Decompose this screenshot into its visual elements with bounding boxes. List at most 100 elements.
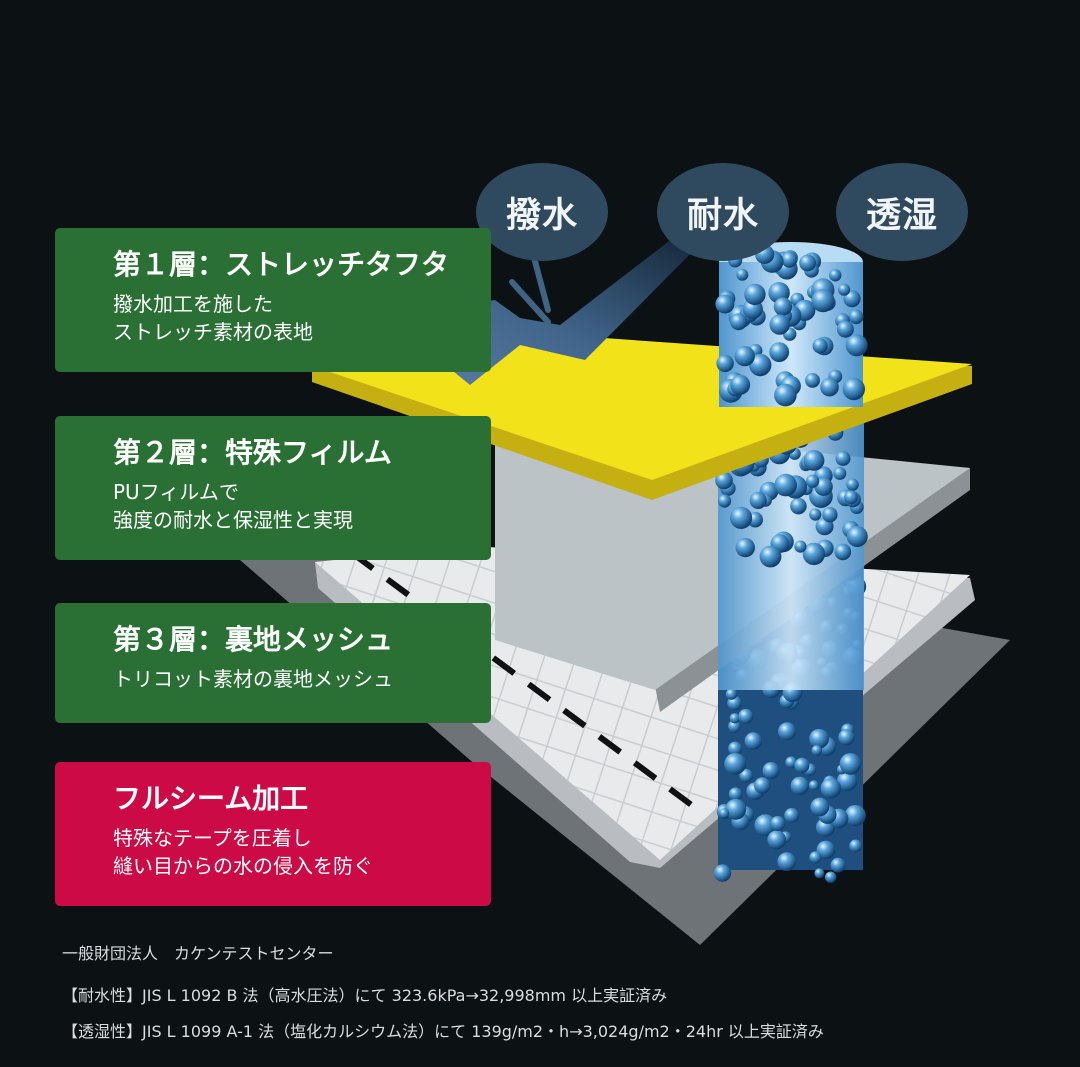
water-droplet	[730, 506, 753, 529]
water-droplet	[846, 478, 859, 491]
bubble-water-repellent: 撥水	[476, 163, 608, 261]
water-droplet	[794, 757, 810, 774]
water-droplet	[805, 373, 820, 388]
water-droplet	[829, 269, 842, 282]
water-droplet	[728, 719, 741, 733]
water-droplet	[778, 722, 797, 741]
water-droplet	[820, 778, 841, 799]
water-droplet	[769, 342, 790, 362]
water-droplet	[809, 728, 829, 749]
water-droplet	[835, 450, 851, 466]
water-droplet	[716, 354, 734, 373]
water-droplet	[838, 729, 855, 746]
water-droplet	[794, 540, 807, 553]
water-droplet	[785, 756, 798, 769]
water-droplet	[820, 377, 839, 397]
water-droplet	[822, 507, 838, 523]
water-droplet	[715, 294, 735, 314]
layer1-title: 第１層：ストレッチタフタ	[113, 248, 450, 281]
water-droplet	[739, 768, 753, 783]
water-droplet	[717, 494, 732, 508]
layer1-desc: 撥水加工を施した ストレッチ素材の表地	[113, 292, 313, 344]
water-droplet	[816, 840, 836, 860]
water-droplet	[808, 780, 820, 791]
water-droplet	[849, 839, 862, 853]
water-droplet	[715, 471, 733, 490]
water-droplet	[754, 777, 771, 794]
water-droplet	[809, 508, 822, 521]
water-droplet	[759, 545, 782, 568]
water-droplet	[725, 688, 738, 700]
water-droplet	[762, 762, 780, 780]
water-droplet	[799, 254, 816, 272]
water-droplet	[844, 490, 858, 505]
layer2-desc: PUフィルムで 強度の耐水と保湿性と実現	[113, 480, 353, 532]
water-droplet	[790, 776, 809, 796]
full-seam-title: フルシーム加工	[113, 782, 309, 815]
layer3-card: 第３層：裏地メッシュ トリコット素材の裏地メッシュ	[55, 603, 491, 723]
water-droplet	[814, 868, 825, 879]
layer2-title: 第２層：特殊フィルム	[113, 436, 392, 469]
water-droplet	[713, 864, 732, 882]
seam-line	[350, 550, 707, 818]
water-droplet	[738, 708, 754, 724]
full-seam-desc: 特殊なテープを圧着し 縫い目からの水の侵入を防ぐ	[113, 826, 373, 878]
water-droplet	[806, 474, 820, 488]
water-droplet	[728, 787, 743, 801]
footer-water-resistance: 【耐水性】JIS L 1092 B 法（高水圧法）にて 323.6kPa→32,…	[62, 986, 668, 1005]
full-seam-card: フルシーム加工 特殊なテープを圧着し 縫い目からの水の侵入を防ぐ	[55, 762, 491, 906]
water-droplet	[781, 251, 798, 268]
water-droplet	[736, 268, 749, 281]
water-droplet	[839, 753, 862, 775]
water-droplet	[773, 297, 793, 316]
layer3-title: 第３層：裏地メッシュ	[113, 623, 394, 656]
water-droplet	[784, 808, 800, 823]
water-droplet	[809, 851, 822, 864]
water-droplet	[744, 283, 766, 306]
water-droplet	[734, 345, 755, 367]
water-droplet	[830, 857, 846, 873]
water-droplet	[833, 466, 847, 480]
water-droplet	[825, 871, 837, 883]
layer2-card: 第２層：特殊フィルム PUフィルムで 強度の耐水と保湿性と実現	[55, 416, 491, 560]
water-droplet	[749, 491, 767, 509]
layer3-desc: トリコット素材の裏地メッシュ	[113, 667, 393, 691]
bubble-waterproof: 耐水	[657, 163, 789, 261]
water-droplet	[777, 852, 797, 872]
water-droplet	[811, 745, 823, 756]
water-droplet	[719, 808, 730, 819]
water-droplet	[846, 526, 868, 547]
layer1-card: 第１層：ストレッチタフタ 撥水加工を施した ストレッチ素材の表地	[55, 228, 491, 372]
water-droplet	[730, 374, 751, 395]
water-droplet	[744, 732, 762, 750]
water-droplet	[844, 805, 866, 827]
water-droplet	[811, 289, 835, 313]
water-droplet	[769, 314, 790, 335]
water-droplet	[749, 353, 772, 377]
water-droplet	[774, 473, 797, 497]
water-droplet	[754, 814, 777, 837]
water-droplet	[725, 798, 747, 820]
water-droplet	[848, 309, 864, 325]
water-droplet	[838, 283, 851, 296]
water-droplet	[842, 377, 865, 401]
water-droplet	[836, 770, 858, 792]
footer-breathability: 【透湿性】JIS L 1099 A-1 法（塩化カルシウム法）にて 139g/m…	[62, 1022, 824, 1041]
water-droplet	[724, 752, 747, 775]
water-droplet	[774, 383, 797, 407]
water-droplet	[802, 542, 826, 566]
water-droplet	[770, 816, 786, 831]
water-droplet	[834, 543, 852, 561]
water-droplet	[803, 450, 825, 471]
water-droplet	[836, 320, 854, 338]
footer-org: 一般財団法人 カケンテストセンター	[62, 944, 334, 963]
water-droplet	[810, 797, 830, 817]
water-droplet	[845, 334, 868, 357]
water-droplet	[729, 713, 740, 724]
water-droplet	[812, 338, 828, 354]
water-droplet	[790, 497, 807, 515]
water-droplet	[728, 741, 743, 756]
water-droplet	[735, 537, 755, 558]
bubble-breathable: 透湿	[836, 163, 968, 261]
